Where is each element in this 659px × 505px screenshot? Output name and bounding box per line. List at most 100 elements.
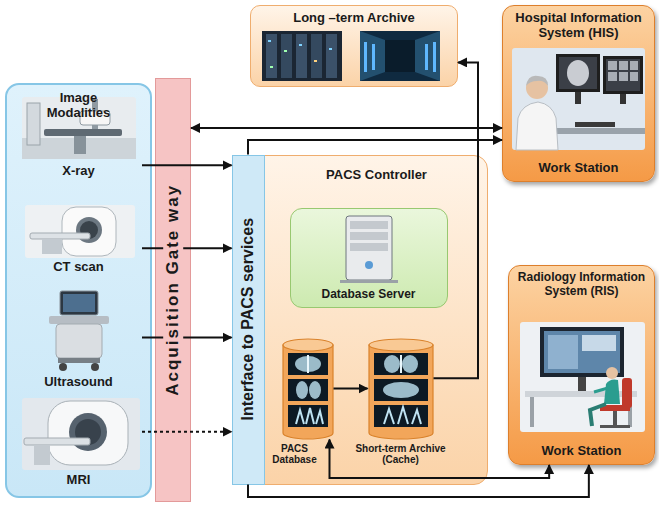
ris-workstation-photo (600, 425, 630, 428)
ris-workstation-photo (578, 377, 586, 391)
ris-workstation-photo (600, 405, 630, 411)
server-tower (340, 280, 398, 283)
ris-workstation-photo (525, 391, 637, 397)
his-workstation-photo (619, 61, 628, 70)
xray-thumbnails (296, 381, 308, 399)
xray-thumbnails (309, 381, 321, 399)
node-label: X-ray (62, 164, 95, 179)
ris-workstation-photo (540, 327, 624, 377)
xray-thumbnails (402, 355, 418, 373)
node-label: MRI (67, 473, 91, 488)
server-room-photo (262, 31, 342, 81)
his-workstation-photo (526, 77, 548, 99)
ct-scanner (80, 221, 98, 239)
ultrasound-machine (91, 363, 99, 371)
server-room-photo (270, 66, 273, 68)
server-tower (350, 221, 388, 229)
ct-scanner (25, 205, 135, 258)
his-workstation-photo (608, 61, 617, 70)
his-workstation-photo (620, 94, 626, 104)
server-tower (346, 216, 392, 280)
server-aisle-photo (425, 44, 428, 70)
ris-workstation-photo (604, 380, 620, 405)
xray-machine (22, 138, 136, 159)
connector-arrow (248, 140, 502, 155)
gateway-band: Acquisition Gate way (155, 78, 191, 502)
node-label: Long –term Archive (293, 11, 415, 26)
his-workstation-photo (575, 92, 581, 104)
his-workstation-photo (606, 59, 640, 91)
node-label: Image Modalities (29, 91, 129, 121)
mri-scanner (75, 419, 101, 445)
xray-thumbnails (296, 408, 323, 424)
mri-scanner (69, 413, 107, 451)
his-workstation-photo (512, 48, 645, 150)
xray-machine (92, 99, 98, 129)
node-label: PACS Database (270, 443, 320, 466)
connector-arrow (248, 465, 589, 497)
ris-workstation-photo (613, 411, 617, 425)
node-label: CT scan (53, 260, 104, 275)
his-workstation-photo (608, 72, 617, 81)
node-label: Radiology Information System (RIS) (514, 271, 649, 299)
cache-cylinder: Short-term Archive (Cache) (368, 338, 434, 440)
server-room-photo (284, 50, 287, 52)
ris-workstation-photo (594, 388, 608, 392)
ultrasound-machine (49, 291, 109, 371)
connector-arrow (142, 247, 232, 249)
server-aisle-photo (415, 31, 440, 81)
server-aisle-photo (360, 31, 440, 81)
xray-thumbnails (288, 379, 328, 401)
ris-workstation-photo (622, 378, 632, 408)
cylinder-body (369, 345, 433, 439)
group-panel: X-ray CT scanUltrasoundMRI Image Modalitie… (5, 83, 152, 498)
xray-machine (27, 103, 40, 145)
xray-thumbnails (400, 355, 402, 373)
ultrasound-machine (59, 363, 67, 371)
xray-thumbnails (374, 405, 428, 427)
server-room-photo (262, 31, 342, 81)
connector-arrow (142, 336, 232, 338)
ris-workstation-photo (520, 322, 645, 432)
server-room-photo (299, 44, 302, 46)
ris-workstation-photo (582, 335, 616, 351)
node-label: Database Server (321, 288, 415, 302)
connector-arrow (434, 62, 479, 378)
xray-machine (22, 97, 136, 159)
node-label: Short-term Archive (Cache) (351, 443, 451, 466)
xray-thumbnails (295, 356, 321, 372)
his-workstation-photo (516, 102, 558, 150)
his-workstation-photo (619, 72, 628, 81)
server-aisle-photo (364, 42, 367, 72)
modality-icon: CT scan (15, 203, 142, 277)
xray-machine (22, 97, 136, 159)
ultrasound-machine (58, 358, 100, 363)
xray-machine (44, 129, 122, 136)
cylinder-body (283, 345, 333, 439)
mri-scanner (22, 398, 140, 470)
xray-thumbnails (374, 379, 428, 401)
mri-scanner (48, 401, 128, 465)
server-tower (350, 243, 388, 251)
workstation-box: Radiology Information System (RIS)Work S… (508, 265, 655, 465)
cylinder-outline (368, 338, 434, 440)
server-aisle-photo (360, 31, 440, 81)
archive-box: Long –term Archive (250, 5, 458, 87)
connector-arrow (330, 440, 550, 479)
server-aisle-photo (360, 31, 385, 81)
workstation-box: Hospital Information System (HIS)Work St… (502, 5, 655, 182)
ct-scanner (62, 207, 116, 256)
server-room-photo (296, 34, 307, 78)
ris-workstation-photo (520, 322, 645, 432)
his-workstation-photo (567, 60, 589, 86)
server-room-photo (311, 34, 322, 78)
ris-workstation-photo (548, 335, 578, 369)
node-label: PACS Controller (326, 168, 427, 183)
his-workstation-photo (559, 57, 597, 89)
server-room-photo (266, 34, 277, 78)
his-workstation-photo (603, 56, 643, 94)
modality-icon: Ultrasound (15, 287, 142, 392)
